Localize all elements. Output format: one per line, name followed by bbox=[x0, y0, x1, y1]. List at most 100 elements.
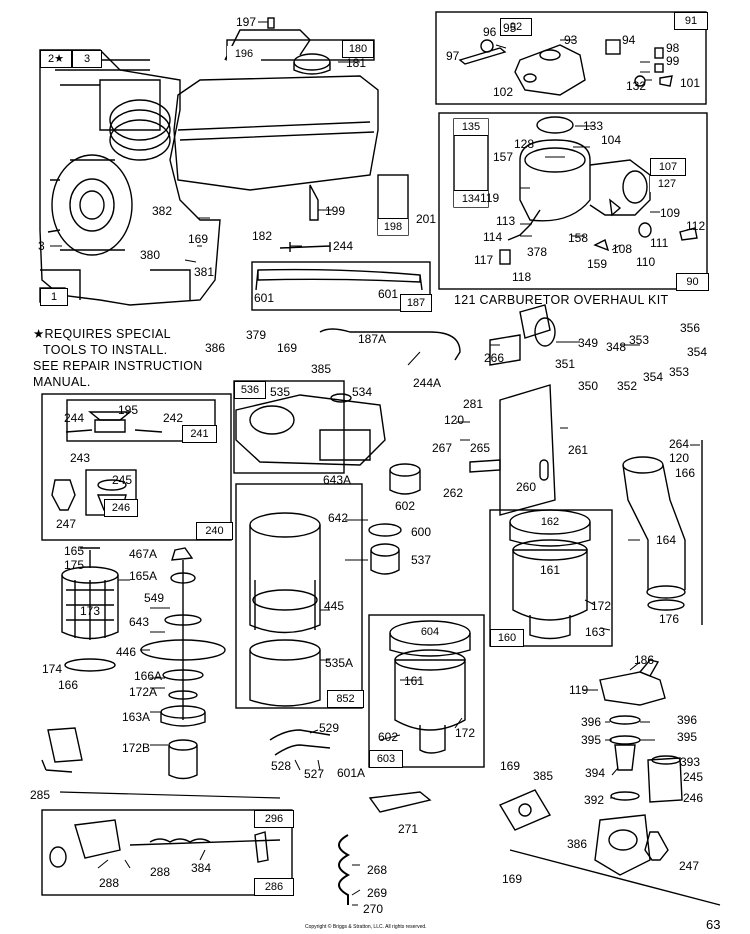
box-number-536: 536 bbox=[234, 381, 266, 399]
box-number-180: 180 bbox=[342, 40, 374, 58]
callout-243: 243 bbox=[70, 451, 91, 465]
callout-108: 108 bbox=[612, 242, 633, 256]
callout-528: 528 bbox=[271, 759, 292, 773]
callout-381: 381 bbox=[194, 265, 215, 279]
callout-169-b: 169 bbox=[277, 341, 298, 355]
engine-block bbox=[39, 49, 221, 306]
callout-394: 394 bbox=[585, 766, 606, 780]
page-number: 63 bbox=[706, 917, 721, 932]
callout-119-b: 119 bbox=[569, 683, 589, 697]
callout-529: 529 bbox=[319, 721, 340, 735]
callout-174: 174 bbox=[42, 662, 63, 676]
callout-262: 262 bbox=[443, 486, 464, 500]
box-number-135: 135 bbox=[454, 119, 488, 136]
box-number-604: 604 bbox=[420, 626, 440, 638]
callout-113: 113 bbox=[496, 214, 516, 228]
box-number-3: 3 bbox=[72, 50, 102, 68]
callout-281: 281 bbox=[463, 397, 484, 411]
carburetor-kit-label: 121 CARBURETOR OVERHAUL KIT bbox=[454, 293, 669, 307]
callout-166a: 166A bbox=[134, 669, 163, 683]
box-number-240: 240 bbox=[196, 522, 233, 540]
carburetor-upper-parts bbox=[458, 39, 673, 96]
special-tools-note: ★REQUIRES SPECIAL TOOLS TO INSTALL. SEE … bbox=[33, 326, 203, 390]
box-number-852: 852 bbox=[327, 690, 364, 708]
callout-445: 445 bbox=[324, 599, 345, 613]
callout-98: 98 bbox=[666, 41, 680, 55]
callout-245: 245 bbox=[112, 473, 133, 487]
callout-382: 382 bbox=[152, 204, 173, 218]
callout-163: 163 bbox=[585, 625, 606, 639]
callout-119: 119 bbox=[480, 191, 500, 205]
callout-247-b: 247 bbox=[679, 859, 700, 873]
callout-350: 350 bbox=[578, 379, 599, 393]
callout-260: 260 bbox=[516, 480, 537, 494]
callout-535a: 535A bbox=[325, 656, 354, 670]
governor-parts bbox=[498, 659, 721, 906]
box-number-90: 90 bbox=[676, 273, 709, 291]
callout-102: 102 bbox=[493, 85, 514, 99]
callout-133: 133 bbox=[583, 119, 604, 133]
callout-173: 173 bbox=[80, 604, 101, 618]
callout-643: 643 bbox=[129, 615, 150, 629]
callout-128: 128 bbox=[514, 137, 535, 151]
callout-467a: 467A bbox=[129, 547, 158, 561]
callout-600: 600 bbox=[411, 525, 432, 539]
callout-242: 242 bbox=[163, 411, 184, 425]
callout-110: 110 bbox=[636, 255, 656, 269]
box-number-2: 2★ bbox=[40, 50, 72, 68]
callout-118: 118 bbox=[512, 270, 532, 284]
callout-95: 95 bbox=[503, 21, 517, 35]
callout-356: 356 bbox=[680, 321, 701, 335]
box-number-107: 107 bbox=[650, 158, 686, 176]
box-number-296: 296 bbox=[254, 810, 294, 828]
callout-354: 354 bbox=[687, 345, 708, 359]
callout-348: 348 bbox=[606, 340, 627, 354]
callout-132: 132 bbox=[626, 79, 647, 93]
callout-264: 264 bbox=[669, 437, 690, 451]
callout-246: 246 bbox=[683, 791, 704, 805]
callout-186: 186 bbox=[634, 653, 655, 667]
note-line-2: TOOLS TO INSTALL. bbox=[43, 343, 168, 357]
callout-285: 285 bbox=[30, 788, 51, 802]
callout-380: 380 bbox=[140, 248, 161, 262]
callout-392: 392 bbox=[584, 793, 605, 807]
misc-lower-parts bbox=[41, 727, 432, 905]
callout-384: 384 bbox=[191, 861, 212, 875]
callout-163a: 163A bbox=[122, 710, 151, 724]
box-number-162: 162 bbox=[540, 516, 560, 528]
callout-261: 261 bbox=[568, 443, 589, 457]
callout-182: 182 bbox=[252, 229, 273, 243]
callout-270: 270 bbox=[363, 902, 384, 916]
callout-161: 161 bbox=[540, 563, 561, 577]
callout-267: 267 bbox=[432, 441, 453, 455]
callout-176: 176 bbox=[659, 612, 680, 626]
callout-266: 266 bbox=[484, 351, 505, 365]
callout-112: 112 bbox=[686, 219, 706, 233]
note-line-1: ★REQUIRES SPECIAL bbox=[33, 327, 171, 341]
callout-161-b: 161 bbox=[404, 674, 425, 688]
box-number-286: 286 bbox=[254, 878, 294, 896]
callout-396-b: 396 bbox=[677, 713, 698, 727]
callout-158: 158 bbox=[568, 231, 589, 245]
callout-166: 166 bbox=[675, 466, 696, 480]
callout-181: 181 bbox=[346, 56, 367, 70]
callout-349: 349 bbox=[578, 336, 599, 350]
callout-396: 396 bbox=[581, 715, 602, 729]
box-number-91: 91 bbox=[674, 12, 708, 30]
callout-244-b: 244 bbox=[64, 411, 85, 425]
callout-642: 642 bbox=[328, 511, 349, 525]
box-number-603: 603 bbox=[369, 750, 403, 768]
callout-537: 537 bbox=[411, 553, 432, 567]
callout-111: 111 bbox=[650, 236, 669, 250]
leader-lines bbox=[50, 21, 700, 906]
callout-643a: 643A bbox=[323, 473, 352, 487]
callout-195: 195 bbox=[118, 403, 139, 417]
callout-120: 120 bbox=[444, 413, 465, 427]
fuel-strainer bbox=[61, 547, 119, 672]
callout-288-b: 288 bbox=[150, 865, 171, 879]
callout-288: 288 bbox=[99, 876, 120, 890]
box-number-198: 198 bbox=[378, 218, 408, 235]
callout-601a: 601A bbox=[337, 766, 366, 780]
fuel-tank bbox=[173, 17, 379, 221]
